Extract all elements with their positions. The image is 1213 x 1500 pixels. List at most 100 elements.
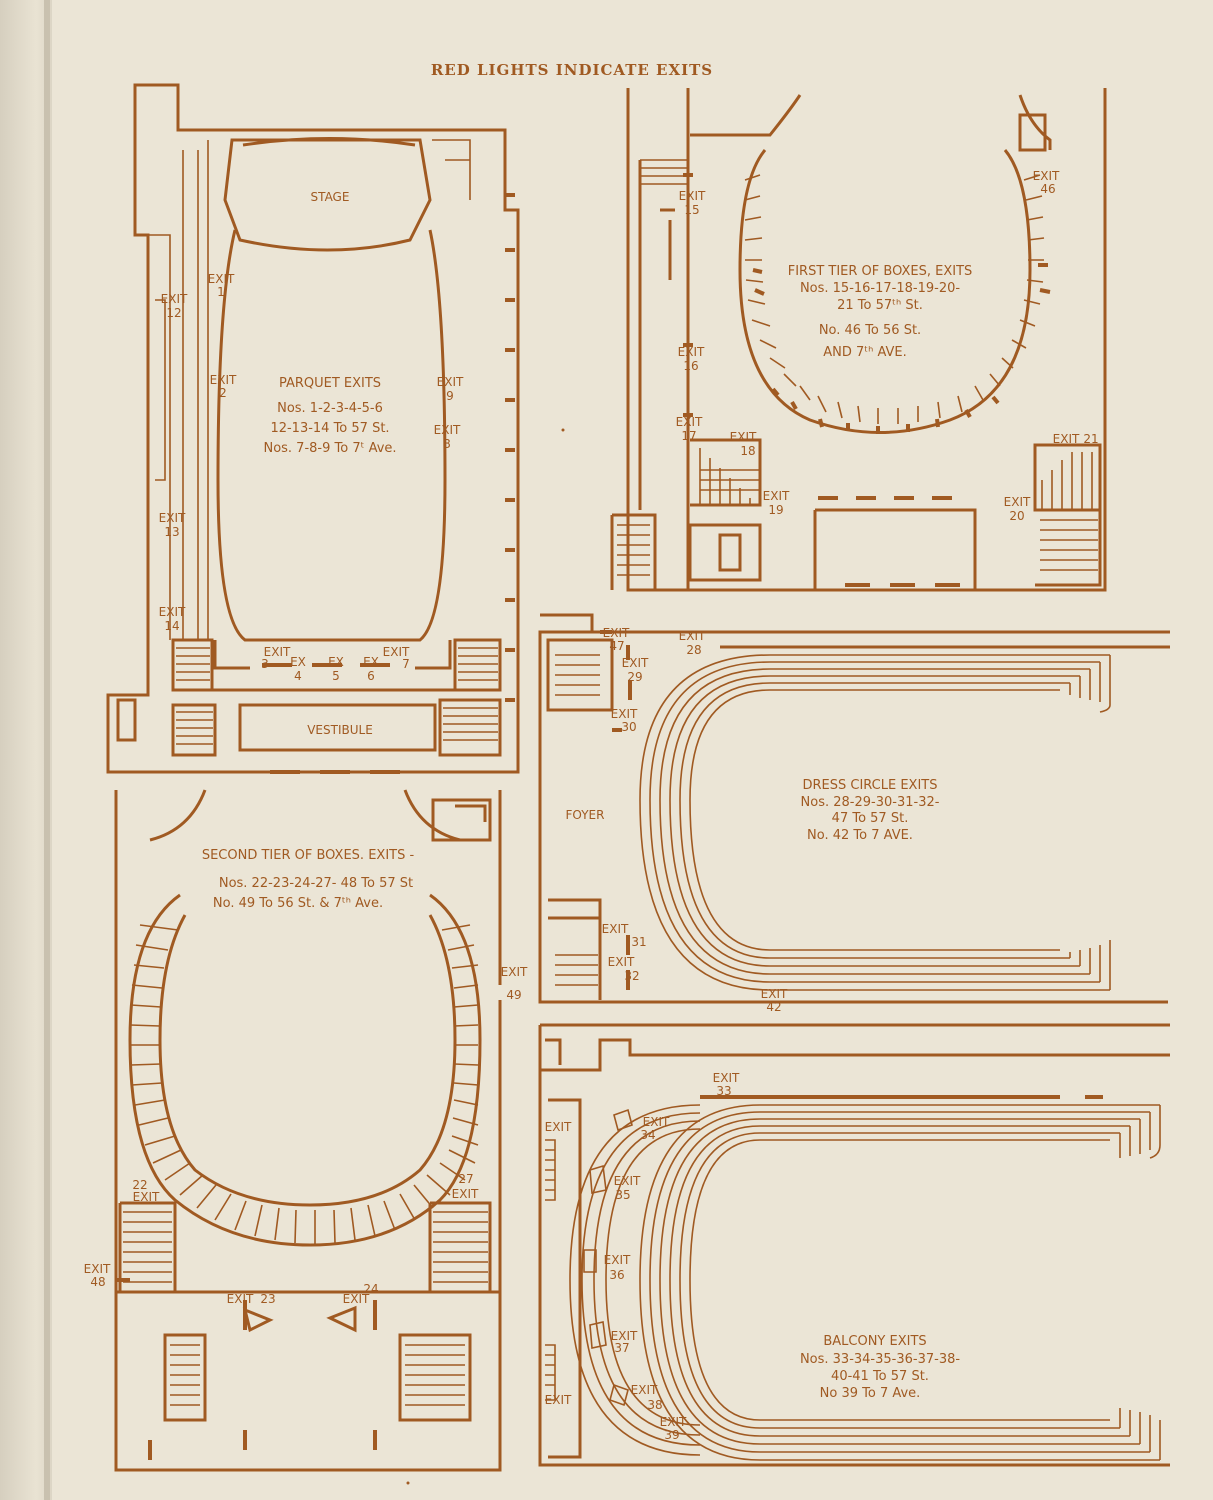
exit-17-number: 17 <box>681 429 696 443</box>
exit-37-word: EXIT <box>611 1329 638 1343</box>
vestibule-label: VESTIBULE <box>307 723 373 737</box>
exit-46-word: EXIT <box>1033 169 1060 183</box>
exit-8-number: 8 <box>443 437 451 451</box>
ink-speck-bottom <box>406 1481 410 1485</box>
exit-32-number: 32 <box>624 969 639 983</box>
exit-14-number: 14 <box>164 619 179 633</box>
exit-8-word: EXIT <box>434 423 461 437</box>
exit-4-word: EX <box>290 655 306 669</box>
exit-28-number: 28 <box>686 643 701 657</box>
exit-23-number: 23 <box>260 1292 275 1306</box>
foyer-label: FOYER <box>566 808 605 822</box>
balcony-line1: Nos. 33-34-35-36-37-38- <box>800 1352 960 1367</box>
exit-35-word: EXIT <box>614 1174 641 1188</box>
exit-30-number: 30 <box>621 720 636 734</box>
exit-47-word: EXIT <box>603 626 630 640</box>
exit-4-number: 4 <box>294 669 302 683</box>
exit-21-number: 21 <box>1083 432 1098 446</box>
binding-spine <box>0 0 52 1500</box>
exit-23-word: EXIT <box>227 1292 254 1306</box>
exit-33-number: 33 <box>716 1084 731 1098</box>
parquet-line1: Nos. 1-2-3-4-5-6 <box>277 401 383 416</box>
dress-circle-line1: Nos. 28-29-30-31-32- <box>801 795 940 810</box>
first-tier-line2: 21 To 57ᵗʰ St. <box>837 298 923 313</box>
exit-1-number: 1 <box>217 285 225 299</box>
exit-33-word: EXIT <box>713 1071 740 1085</box>
exit-32-word: EXIT <box>608 955 635 969</box>
exit-7-number: 7 <box>402 657 410 671</box>
second-tier-line1: Nos. 22-23-24-27- 48 To 57 St <box>219 876 413 891</box>
exit-18-word: EXIT <box>730 430 757 444</box>
exit-28-word: EXIT <box>679 629 706 643</box>
exit-36-number: 36 <box>609 1268 624 1282</box>
exit-19-number: 19 <box>768 503 783 517</box>
ink-speck <box>561 428 565 432</box>
exit-bottom-left-word: EXIT <box>545 1393 572 1407</box>
dress-circle-line3: No. 42 To 7 AVE. <box>807 828 913 843</box>
exit-49-number: 49 <box>506 988 521 1002</box>
first-tier-plan: FIRST TIER OF BOXES, EXITS Nos. 15-16-17… <box>610 88 1107 592</box>
exit-22-word: EXIT <box>133 1190 160 1204</box>
exit-37-number: 37 <box>614 1341 629 1355</box>
exit-31-number: 31 <box>631 935 646 949</box>
exit-38-number: 38 <box>647 1398 662 1412</box>
first-tier-line4: AND 7ᵗʰ AVE. <box>823 345 907 360</box>
exit-47-number: 47 <box>609 639 624 653</box>
exit-9-number: 9 <box>446 389 454 403</box>
exit-13-word: EXIT <box>159 511 186 525</box>
exit-15-word: EXIT <box>679 189 706 203</box>
exit-22-number: 22 <box>132 1178 147 1192</box>
exit-2-word: EXIT <box>210 373 237 387</box>
binding-fold <box>44 0 50 1500</box>
second-tier-title: SECOND TIER OF BOXES. EXITS - <box>202 848 415 863</box>
exit-38-word: EXIT <box>631 1383 658 1397</box>
exit-27-number: 27 <box>458 1172 473 1186</box>
exit-13-number: 13 <box>164 525 179 539</box>
exit-49-word: EXIT <box>501 965 528 979</box>
exit-24-word: EXIT <box>343 1292 370 1306</box>
exit-15-number: 15 <box>684 203 699 217</box>
dress-circle-title: DRESS CIRCLE EXITS <box>802 778 937 793</box>
exit-34-word: EXIT <box>643 1115 670 1129</box>
exit-27-word: EXIT <box>452 1187 479 1201</box>
exit-17-word: EXIT <box>676 415 703 429</box>
exit-29-word: EXIT <box>622 656 649 670</box>
exit-2-number: 2 <box>219 386 227 400</box>
exit-20-number: 20 <box>1009 509 1024 523</box>
first-tier-title: FIRST TIER OF BOXES, EXITS <box>788 264 973 279</box>
balcony-title: BALCONY EXITS <box>823 1334 926 1349</box>
parquet-line3: Nos. 7-8-9 To 7ᵗ Ave. <box>263 441 396 456</box>
dress-circle-line2: 47 To 57 St. <box>832 811 909 826</box>
exit-36-word: EXIT <box>604 1253 631 1267</box>
exit-24-number: 24 <box>363 1282 378 1296</box>
first-tier-line1: Nos. 15-16-17-18-19-20- <box>800 281 960 296</box>
page-header: RED LIGHTS INDICATE EXITS <box>431 61 713 79</box>
exit-34-number: 34 <box>640 1128 655 1142</box>
exit-48-word: EXIT <box>84 1262 111 1276</box>
exit-39-word: EXIT <box>660 1415 687 1429</box>
parquet-line2: 12-13-14 To 57 St. <box>270 421 389 436</box>
exit-18-number: 18 <box>740 444 755 458</box>
stage-label: STAGE <box>311 190 350 204</box>
exit-12-number: 12 <box>166 306 181 320</box>
exit-3-word: EXIT <box>264 645 291 659</box>
exit-30-word: EXIT <box>611 707 638 721</box>
balcony-plan: BALCONY EXITS Nos. 33-34-35-36-37-38- 40… <box>538 1023 1170 1467</box>
exit-29-number: 29 <box>627 670 642 684</box>
exit-9-word: EXIT <box>437 375 464 389</box>
exit-31-word: EXIT <box>602 922 629 936</box>
exit-42-word: EXIT <box>761 987 788 1001</box>
dress-circle-plan: DRESS CIRCLE EXITS Nos. 28-29-30-31-32- … <box>538 613 1170 1014</box>
exit-6-word: EX <box>363 655 379 669</box>
exit-5-number: 5 <box>332 669 340 683</box>
exit-12-word: EXIT <box>161 292 188 306</box>
exit-14-word: EXIT <box>159 605 186 619</box>
second-tier-plan: SECOND TIER OF BOXES. EXITS - Nos. 22-23… <box>84 789 528 1472</box>
parquet-title: PARQUET EXITS <box>279 376 381 391</box>
exit-39-number: 39 <box>664 1428 679 1442</box>
exit-5-word: EX <box>328 655 344 669</box>
exit-16-number: 16 <box>683 359 698 373</box>
exit-19-word: EXIT <box>763 489 790 503</box>
exit-16-word: EXIT <box>678 345 705 359</box>
